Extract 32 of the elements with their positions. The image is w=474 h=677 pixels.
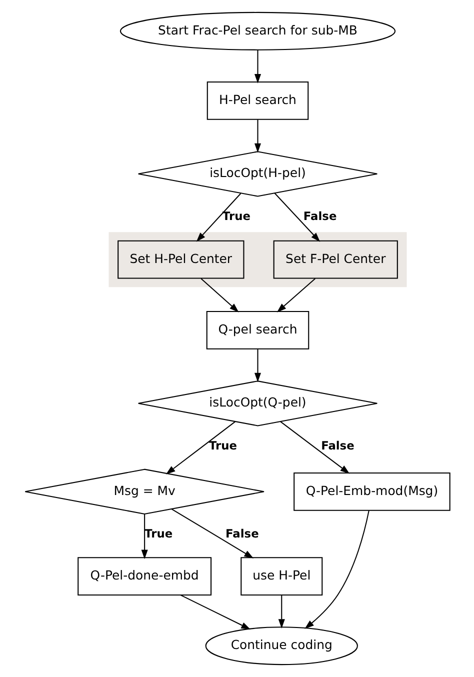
edge-label: False — [302, 208, 336, 223]
edge-label: True — [144, 526, 172, 541]
edge-label: True — [222, 208, 250, 223]
arrow — [254, 120, 261, 153]
arrow — [180, 594, 250, 630]
arrow — [274, 192, 320, 242]
arrow — [304, 510, 369, 629]
edge-label: True — [208, 438, 236, 452]
arrow — [140, 514, 148, 560]
arrow — [165, 421, 235, 474]
node-box: Q-Pel-done-embd — [77, 557, 212, 596]
node-diamond: isLocOpt(Q-pel) — [137, 380, 378, 426]
node-box: H-Pel search — [206, 82, 308, 120]
arrow — [200, 278, 238, 312]
node-ellipse: Continue coding — [204, 626, 358, 666]
node-box: Set H-Pel Center — [117, 240, 244, 279]
node-diamond: isLocOpt(H-pel) — [137, 151, 378, 197]
arrow — [254, 349, 261, 382]
edge-label: False — [225, 526, 258, 541]
arrow — [280, 421, 350, 474]
edge-label: False — [320, 438, 354, 452]
node-box: Q-pel search — [206, 310, 309, 350]
arrow — [254, 50, 261, 84]
node-box: use H-Pel — [240, 557, 322, 596]
node-box: Q-Pel-Emb-mod(Msg) — [293, 472, 450, 511]
arrow — [276, 278, 315, 312]
arrow — [170, 508, 254, 558]
arrow — [196, 193, 241, 242]
node-box: Set F-Pel Center — [272, 240, 398, 279]
node-ellipse: Start Frac-Pel search for sub-MB — [119, 12, 396, 50]
arrow — [278, 595, 284, 629]
node-diamond: Msg = Mv — [24, 468, 264, 515]
